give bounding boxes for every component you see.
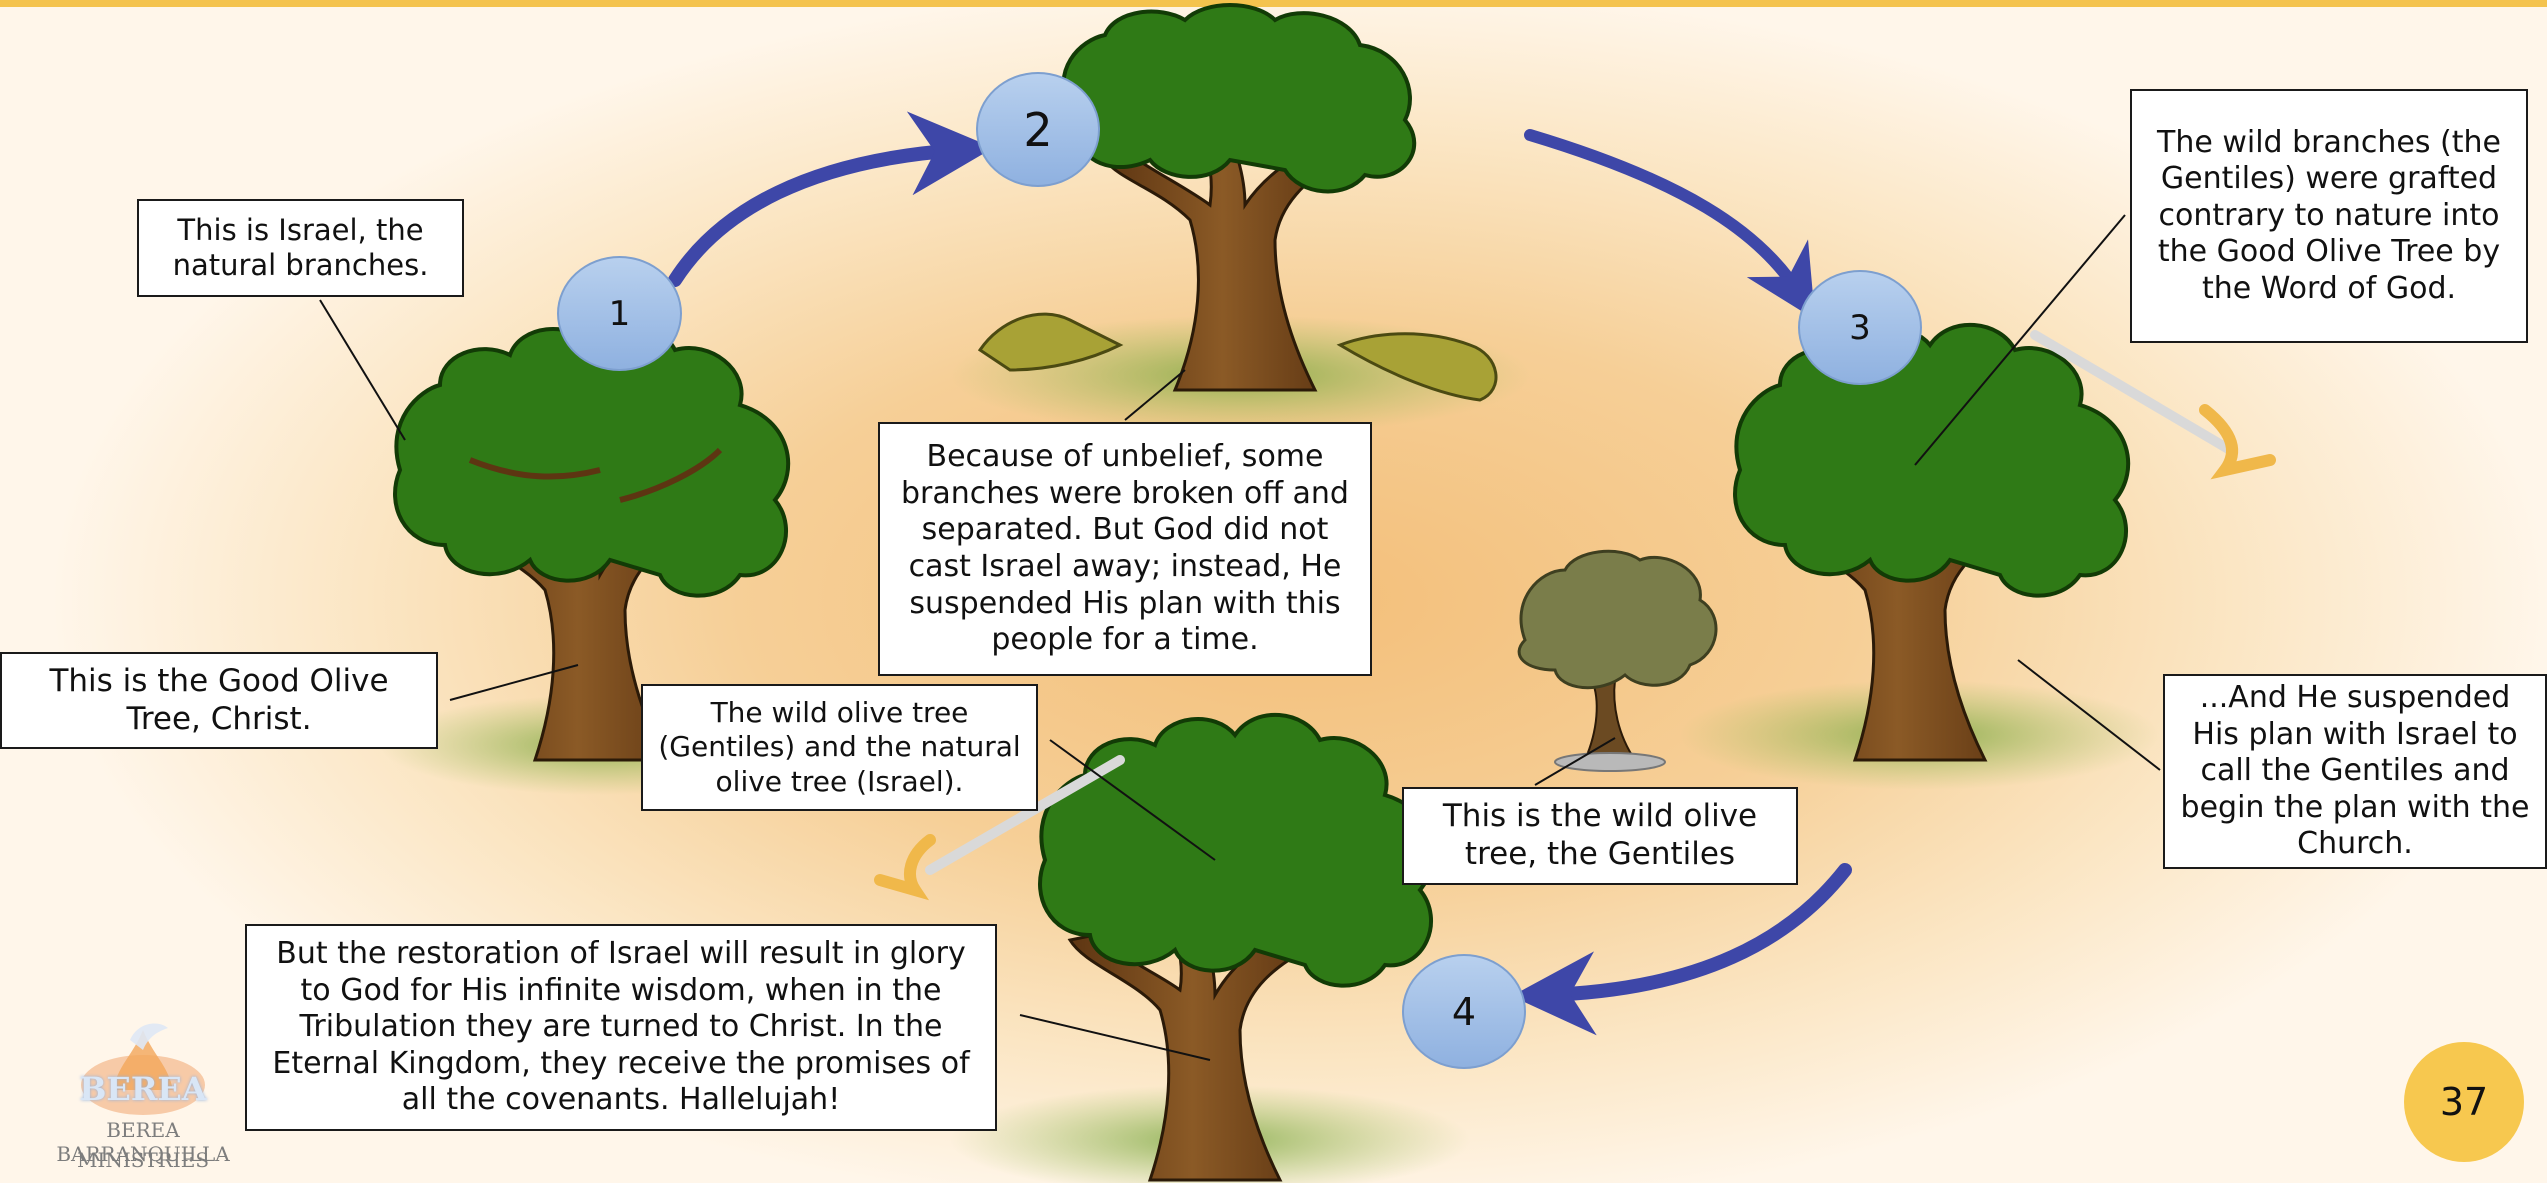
note-wild-olive-gentiles: This is the wild olive tree, the Gentile… [1402, 787, 1798, 885]
note-wild-branches-grafted: The wild branches (the Gentiles) were gr… [2130, 89, 2528, 343]
step-4-circle: 4 [1402, 954, 1526, 1069]
page-number-badge: 37 [2404, 1042, 2524, 1162]
note-restoration: But the restoration of Israel will resul… [245, 924, 997, 1131]
logo-emblem-icon [81, 1023, 205, 1115]
tree-2-broken-branches [950, 3, 1530, 435]
note-good-olive-tree: This is the Good Olive Tree, Christ. [0, 652, 438, 749]
tree-4-restored [874, 712, 1470, 1183]
berea-logo: BEREA BEREA BARRANQUILLA MINISTRIES [18, 1010, 268, 1180]
top-accent-bar [0, 0, 2547, 7]
step-2-circle: 2 [976, 72, 1100, 187]
step-1-circle: 1 [557, 256, 682, 371]
note-suspended-plan: ...And He suspended His plan with Israel… [2163, 674, 2547, 869]
note-wild-and-natural: The wild olive tree (Gentiles) and the n… [641, 684, 1038, 811]
wild-olive-tree [1517, 549, 1718, 772]
arrow-2-to-3 [1524, 129, 1816, 320]
callout-lines [319, 214, 2161, 1061]
tree-3-grafted [1680, 322, 2276, 790]
logo-org-line-2: MINISTRIES [76, 1148, 210, 1172]
note-israel-natural-branches: This is Israel, the natural branches. [137, 199, 464, 297]
logo-org-line-1: BEREA BARRANQUILLA [56, 1118, 230, 1166]
note-unbelief: Because of unbelief, some branches were … [878, 422, 1372, 676]
arrow-1-to-2 [668, 111, 994, 287]
arrow-3-to-4 [1511, 863, 1852, 1036]
logo-word: BEREA [79, 1070, 207, 1108]
step-3-circle: 3 [1798, 270, 1922, 385]
